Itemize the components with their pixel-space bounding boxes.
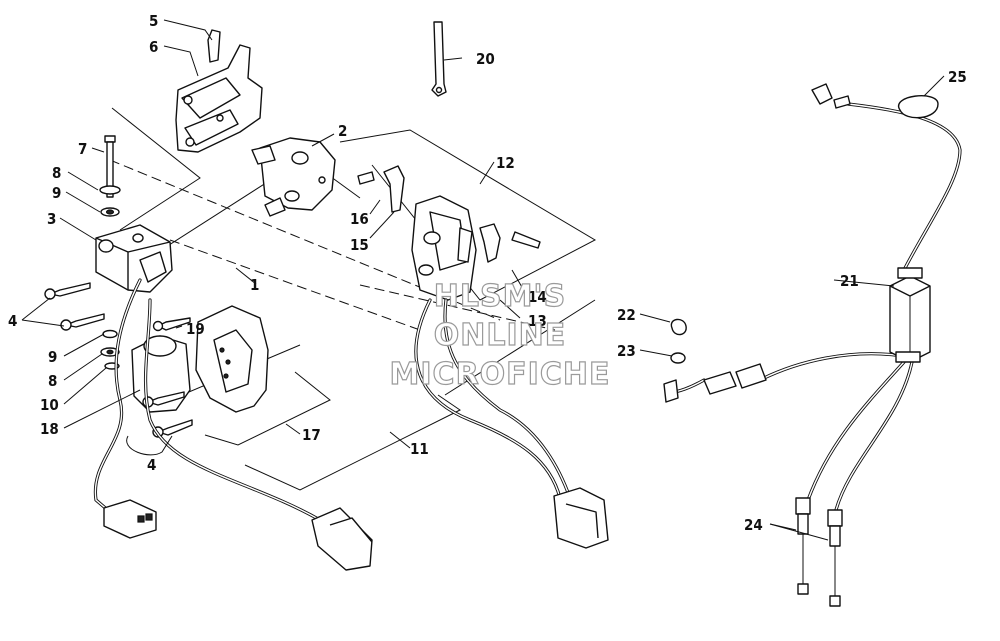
- small-switch-parts: [357, 165, 541, 263]
- connectors: [103, 487, 609, 571]
- callout-20: 20: [476, 50, 495, 68]
- lower-housing: [95, 224, 173, 293]
- callout-1: 1: [250, 276, 259, 294]
- callout-labels: 5 6 7 8 9 3 4 9 8 10 18 19 4 1 2 16 15 1…: [8, 12, 967, 534]
- callout-12: 12: [496, 154, 515, 172]
- screws-left: [44, 282, 105, 331]
- callout-15: 15: [350, 236, 369, 254]
- watermark-line-2: ONLINE: [434, 318, 567, 353]
- upper-clamp: [251, 137, 336, 217]
- callout-6: 6: [149, 38, 158, 56]
- callout-14: 14: [528, 288, 547, 306]
- screws-lower: [142, 317, 193, 438]
- callout-4a: 4: [8, 312, 17, 330]
- callout-17: 17: [302, 426, 321, 444]
- callout-18: 18: [40, 420, 59, 438]
- callout-24: 24: [744, 516, 763, 534]
- clip-and-washer: [670, 318, 687, 364]
- callout-7: 7: [78, 140, 87, 158]
- switch-housing: [411, 195, 477, 301]
- callout-9a: 9: [52, 184, 61, 202]
- callout-13: 13: [528, 312, 547, 330]
- callout-3: 3: [47, 210, 56, 228]
- module-21: [889, 267, 931, 363]
- wiring-harnesses: [93, 102, 962, 522]
- callout-25: 25: [948, 68, 967, 86]
- watermark-line-1: HLSM'S: [434, 279, 566, 314]
- watermark: HLSM'S ONLINE MICROFICHE: [389, 278, 611, 392]
- callout-8a: 8: [52, 164, 61, 182]
- watermark-line-3: MICROFICHE: [390, 357, 611, 392]
- callout-11: 11: [410, 440, 429, 458]
- callout-19: 19: [186, 320, 205, 338]
- mounting-bracket: [175, 29, 263, 153]
- callout-9b: 9: [48, 348, 57, 366]
- pin-tool: [431, 21, 447, 97]
- callout-23: 23: [617, 342, 636, 360]
- callout-10: 10: [40, 396, 59, 414]
- callout-5: 5: [149, 12, 158, 30]
- callout-21: 21: [840, 272, 859, 290]
- callout-22: 22: [617, 306, 636, 324]
- callout-8b: 8: [48, 372, 57, 390]
- sensors-24: [795, 497, 843, 607]
- bolt-and-washers-upper: [99, 135, 121, 217]
- leader-lines: [21, 19, 945, 541]
- sensor-fittings: [663, 83, 939, 403]
- callout-2: 2: [338, 122, 347, 140]
- callout-4b: 4: [147, 456, 156, 474]
- callout-16: 16: [350, 210, 369, 228]
